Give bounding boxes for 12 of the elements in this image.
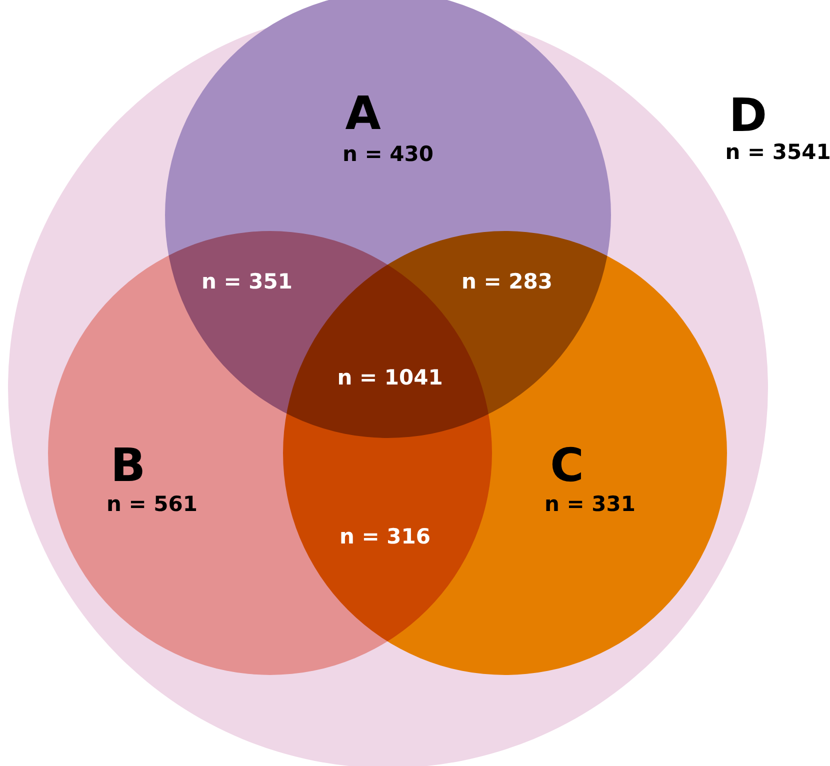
overlap-count: n = 316 [340, 526, 430, 548]
set-letter: B [110, 442, 146, 488]
set-count: n = 3541 [725, 142, 830, 163]
set-count: n = 430 [342, 144, 434, 165]
set-letter: C [550, 442, 584, 488]
set-count: n = 331 [544, 494, 636, 515]
overlap-count: n = 283 [462, 272, 552, 292]
set-letter: D [728, 92, 768, 138]
set-letter: A [345, 90, 381, 136]
set-count: n = 561 [106, 494, 198, 515]
overlap-count: n = 351 [202, 272, 292, 292]
overlap-count: n = 1041 [337, 368, 443, 388]
